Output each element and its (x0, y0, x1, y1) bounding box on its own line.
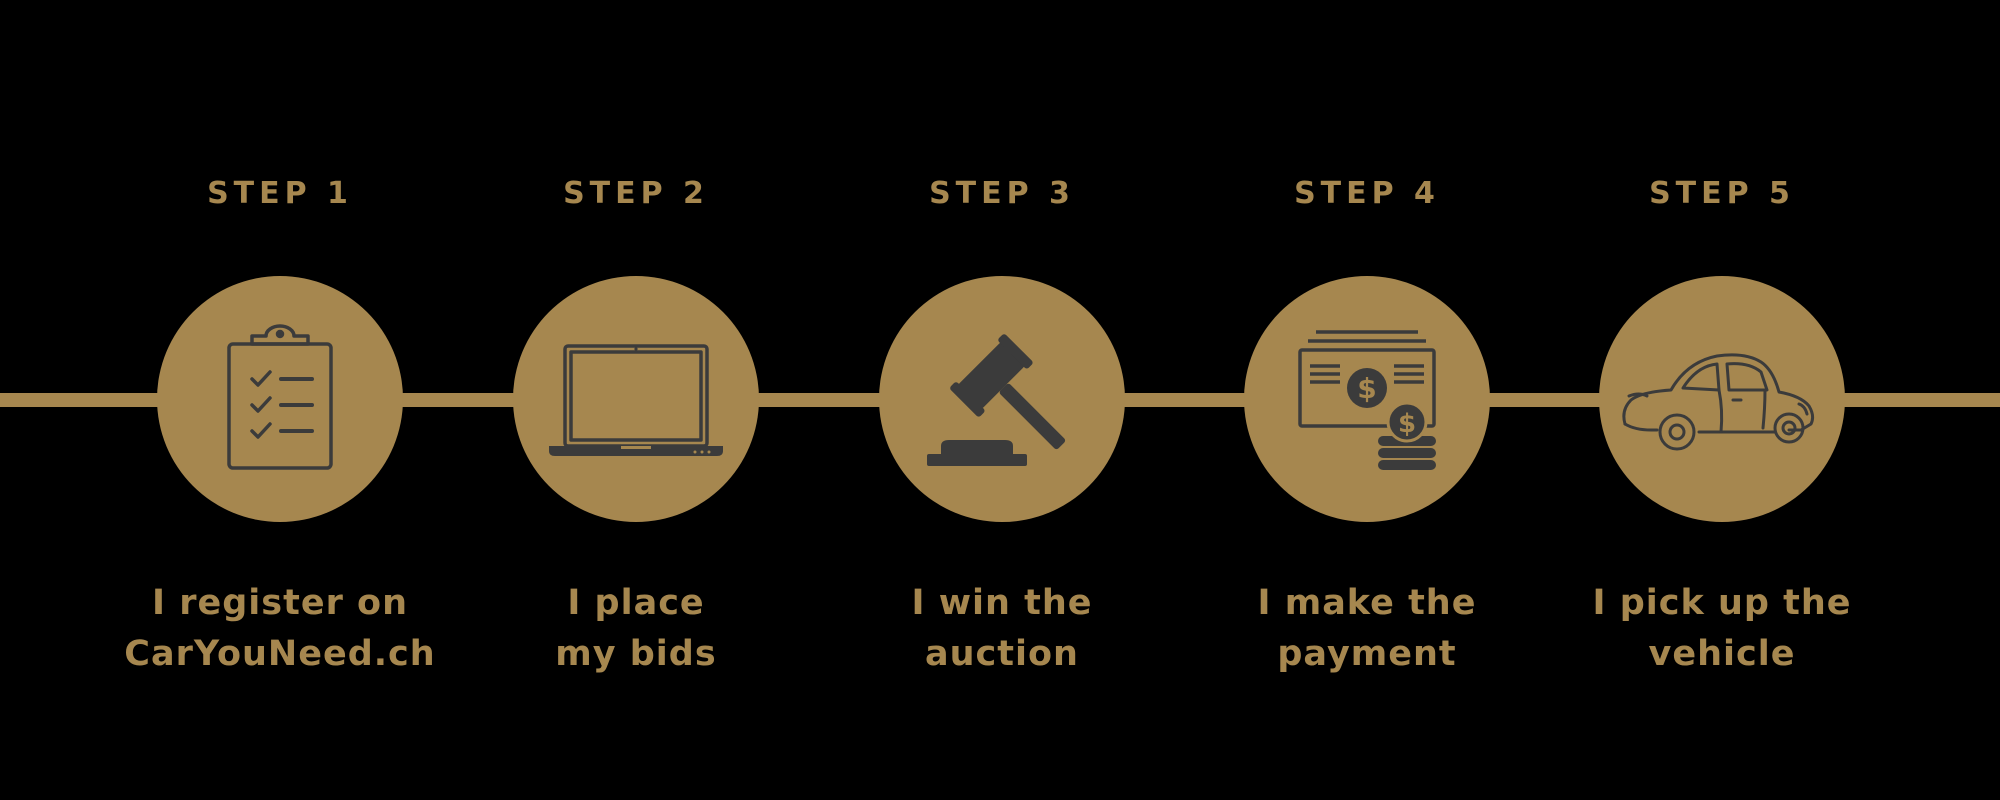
laptop-icon (549, 344, 723, 456)
step-description: I pick up the vehicle (1552, 578, 1892, 680)
step-3: STEP 3 I win the auction (832, 0, 1172, 800)
gavel-icon (927, 334, 1066, 466)
step-description-line-2: auction (925, 634, 1079, 674)
step-label: STEP 4 (1294, 176, 1440, 211)
step-circle: $ $ (1244, 276, 1490, 522)
svg-text:$: $ (1357, 372, 1376, 405)
step-description-line-1: I register on (152, 583, 408, 623)
step-circle (1599, 276, 1845, 522)
car-icon (1622, 353, 1815, 451)
step-label: STEP 2 (563, 176, 709, 211)
step-description-line-2: payment (1277, 634, 1457, 674)
step-5: STEP 5 I pick up the vehicle (1552, 0, 1892, 800)
clipboard-checklist-icon (227, 324, 333, 470)
step-description-line-1: I make the (1257, 583, 1477, 623)
step-1: STEP 1 I register on CarYouNeed.ch (110, 0, 450, 800)
step-circle (157, 276, 403, 522)
step-description-line-1: I win the (911, 583, 1093, 623)
step-description: I win the auction (832, 578, 1172, 680)
step-4: STEP 4 $ $ I ma (1197, 0, 1537, 800)
svg-text:$: $ (1398, 409, 1416, 439)
step-circle (513, 276, 759, 522)
step-description-line-2: CarYouNeed.ch (124, 634, 436, 674)
step-label: STEP 1 (207, 176, 353, 211)
step-label: STEP 5 (1649, 176, 1795, 211)
step-label: STEP 3 (929, 176, 1075, 211)
step-circle (879, 276, 1125, 522)
step-description: I place my bids (466, 578, 806, 680)
step-description-line-2: my bids (555, 634, 717, 674)
money-icon: $ $ (1298, 330, 1436, 470)
step-2: STEP 2 I place my bids (466, 0, 806, 800)
step-description: I register on CarYouNeed.ch (110, 578, 450, 680)
step-description-line-1: I pick up the (1592, 583, 1852, 623)
step-description-line-2: vehicle (1648, 634, 1796, 674)
step-description: I make the payment (1197, 578, 1537, 680)
step-description-line-1: I place (567, 583, 705, 623)
